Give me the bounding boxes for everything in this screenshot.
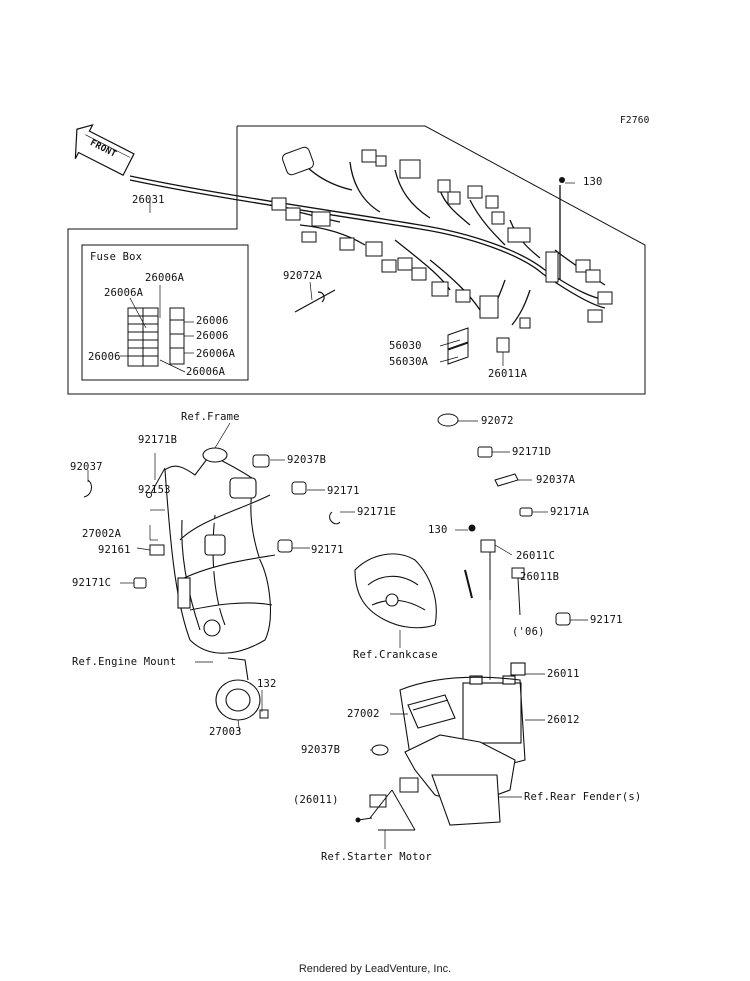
- relay-26011a-icon: [496, 337, 510, 353]
- footer-credit: Rendered by LeadVenture, Inc.: [298, 963, 452, 975]
- diagram-code: F2760: [620, 115, 650, 126]
- battery-tray-icon: [399, 676, 526, 826]
- leader-lines-top: [149, 182, 575, 366]
- grommet-92037b-icon: [371, 744, 389, 756]
- part-92037b-bottom[interactable]: 92037B: [301, 744, 341, 756]
- small-clamps-icon: [83, 454, 341, 589]
- battery-26012-icon: [462, 662, 526, 744]
- screw-130-top-icon: [559, 177, 565, 183]
- clamp-92072a-icon: [294, 289, 336, 313]
- ref-crankcase: Ref.Crankcase: [353, 649, 438, 661]
- part-27002a[interactable]: 27002A: [82, 528, 122, 540]
- part-92161[interactable]: 92161: [98, 544, 131, 556]
- part-26006a-bottom[interactable]: 26006A: [186, 366, 226, 378]
- part-92171-b[interactable]: 92171: [311, 544, 344, 556]
- part-92153[interactable]: 92153: [138, 484, 171, 496]
- right-small-parts-icon: [437, 413, 571, 626]
- part-56030a[interactable]: 56030A: [389, 356, 429, 368]
- horn-27003-icon: [215, 657, 261, 721]
- nut-132-icon: [259, 709, 269, 719]
- part-92037[interactable]: 92037: [70, 461, 103, 473]
- fuse-box-leaders: [120, 285, 194, 373]
- part-26006a-left[interactable]: 26006A: [104, 287, 144, 299]
- part-92037b-top[interactable]: 92037B: [287, 454, 327, 466]
- part-26011b[interactable]: 26011B: [520, 571, 560, 583]
- part-27002[interactable]: 27002: [347, 708, 380, 720]
- ecu-27002-icon: [407, 694, 456, 729]
- front-arrow-icon: [74, 123, 135, 177]
- year-06-note: ('06): [512, 626, 545, 638]
- part-26031[interactable]: 26031: [132, 194, 165, 206]
- part-92171d[interactable]: 92171D: [512, 446, 552, 458]
- part-92171-c[interactable]: 92171: [590, 614, 623, 626]
- fuse-box-outline: [81, 244, 249, 381]
- harness-box-outline: [67, 125, 646, 395]
- part-92171e[interactable]: 92171E: [357, 506, 397, 518]
- part-26006-left[interactable]: 26006: [88, 351, 121, 363]
- part-92072[interactable]: 92072: [481, 415, 514, 427]
- part-92037a[interactable]: 92037A: [536, 474, 576, 486]
- ref-engine-mount: Ref.Engine Mount: [72, 656, 177, 668]
- fuse-block-icon: [127, 307, 185, 367]
- part-26006-r1[interactable]: 26006: [196, 315, 229, 327]
- frame-assembly-icon: [164, 447, 276, 654]
- ref-frame: Ref.Frame: [181, 411, 240, 423]
- leader-lines-left: [87, 422, 355, 735]
- part-92171a[interactable]: 92171A: [550, 506, 590, 518]
- part-56030[interactable]: 56030: [389, 340, 422, 352]
- crankcase-icon: [354, 553, 437, 629]
- ref-rear-fender: Ref.Rear Fender(s): [524, 791, 642, 803]
- ref-starter-motor: Ref.Starter Motor: [321, 851, 432, 863]
- part-26006a-top[interactable]: 26006A: [145, 272, 185, 284]
- part-26011a[interactable]: 26011A: [488, 368, 528, 380]
- rod-icon: [464, 569, 473, 599]
- part-130-top[interactable]: 130: [583, 176, 603, 188]
- part-27003[interactable]: 27003: [209, 726, 242, 738]
- fuse-box-title: Fuse Box: [90, 251, 143, 263]
- part-26006-r2[interactable]: 26006: [196, 330, 229, 342]
- starter-relay-icon: [355, 777, 419, 831]
- part-130-mid[interactable]: 130: [428, 524, 448, 536]
- part-132[interactable]: 132: [257, 678, 277, 690]
- part-26006a-r3[interactable]: 26006A: [196, 348, 236, 360]
- part-92171c[interactable]: 92171C: [72, 577, 112, 589]
- part-26012[interactable]: 26012: [547, 714, 580, 726]
- part-26011[interactable]: 26011: [547, 668, 580, 680]
- part-92171-a[interactable]: 92171: [327, 485, 360, 497]
- harness-connectors-icon: [271, 146, 613, 329]
- part-26011c[interactable]: 26011C: [516, 550, 556, 562]
- part-92171b[interactable]: 92171B: [138, 434, 178, 446]
- part-92072a[interactable]: 92072A: [283, 270, 323, 282]
- part-26011-paren[interactable]: (26011): [293, 794, 339, 806]
